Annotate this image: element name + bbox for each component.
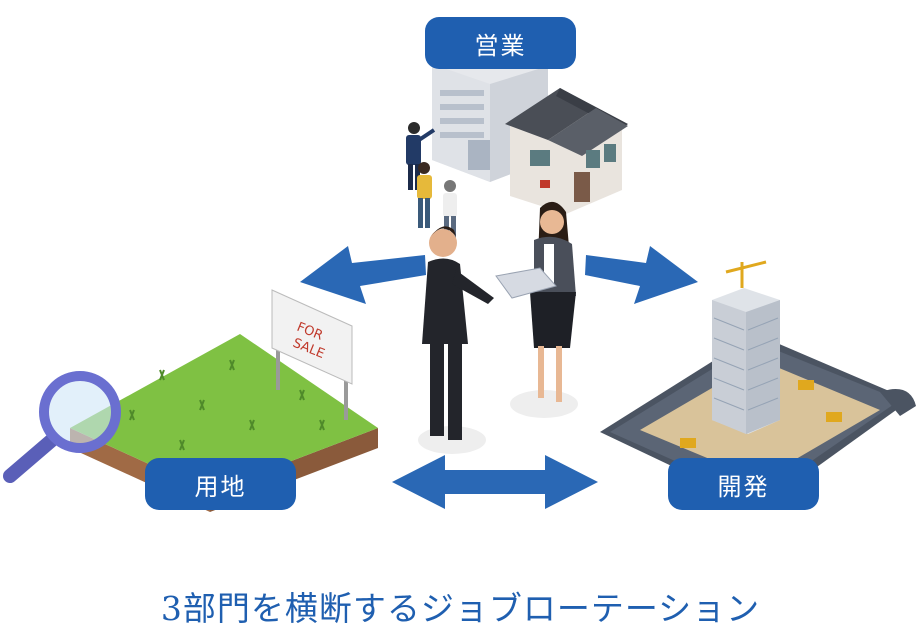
arrows (300, 246, 698, 509)
sales-label: 営業 (425, 17, 576, 69)
sales-buildings (432, 44, 628, 214)
central-businesspeople (418, 201, 578, 454)
development-label: 開発 (668, 458, 819, 510)
arrow-sales-dev (585, 246, 698, 304)
sales-people (406, 122, 457, 242)
caption: 3部門を横断するジョブローテーション (160, 589, 761, 628)
land-label: 用地 (145, 458, 296, 510)
arrow-sales-land (300, 246, 426, 304)
arrow-land-dev (392, 455, 598, 509)
